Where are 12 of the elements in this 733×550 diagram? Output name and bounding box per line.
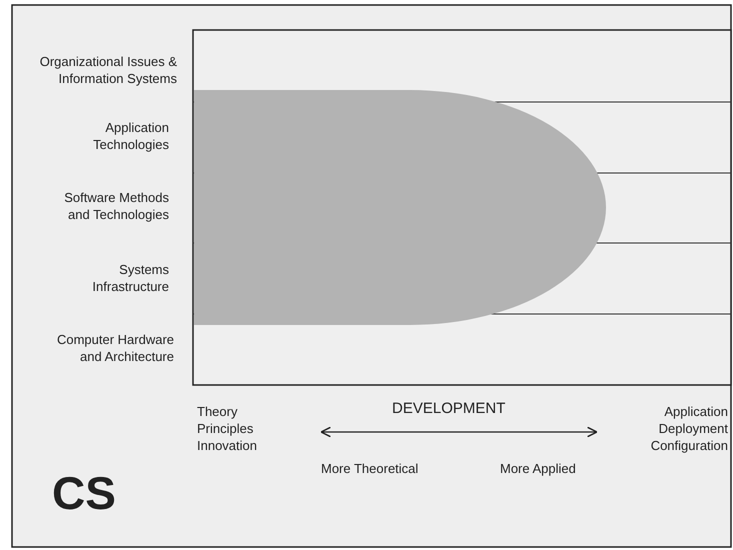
row-label: Organizational Issues & Information Systems — [38, 53, 177, 87]
row-label: Systems Infrastructure — [91, 261, 169, 295]
coverage-region — [194, 90, 606, 325]
axis-end-label: Theory Principles Innovation — [197, 403, 257, 454]
row-label: Application Technologies — [92, 119, 169, 153]
row-label: Computer Hardware and Architecture — [56, 331, 174, 365]
axis-title: DEVELOPMENT — [392, 401, 506, 418]
axis-label: More Theoretical — [321, 460, 418, 477]
field-label: CS — [52, 468, 116, 519]
row-label: Software Methods and Technologies — [63, 189, 169, 223]
axis-label: More Applied — [500, 460, 576, 477]
axis-end-label: Application Deployment Configuration — [650, 403, 728, 454]
